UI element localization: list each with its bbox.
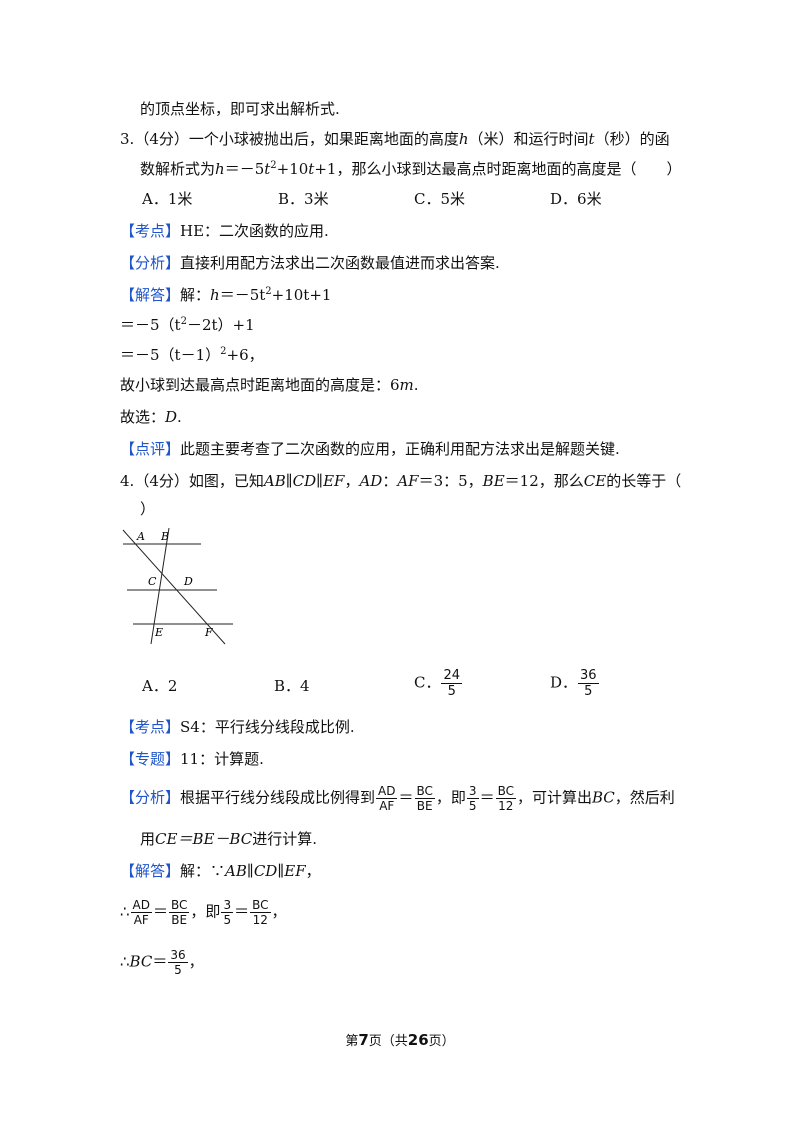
q4-stem-close: ） xyxy=(140,500,156,518)
label-b: B xyxy=(160,530,169,543)
q4-fenxi-line-2: 用CE＝BE－BC进行计算. xyxy=(140,830,317,848)
fenxi-tag: 【分析】 xyxy=(120,254,181,272)
q4-number: 4. xyxy=(120,472,135,490)
zhuanti-tag: 【专题】 xyxy=(120,750,181,768)
jieda-tag: 【解答】 xyxy=(120,862,181,880)
q3-option-c: C．5米 xyxy=(414,190,466,208)
q3-choose: 故选：D. xyxy=(120,408,182,426)
kaodian-tag: 【考点】 xyxy=(120,718,181,736)
label-a: A xyxy=(136,530,145,543)
q3-step-2: ＝－5（t2－2t）+1 xyxy=(120,316,255,334)
page-footer: 第7页（共26页） xyxy=(345,1031,455,1049)
q3-kaodian: 【考点】HE：二次函数的应用. xyxy=(120,222,329,240)
q4-jieda: 【解答】解：∵AB∥CD∥EF， xyxy=(120,862,321,880)
transversal-be xyxy=(150,527,170,645)
q3-option-a: A．1米 xyxy=(142,190,193,208)
total-pages: 26 xyxy=(407,1031,429,1049)
q3-number: 3. xyxy=(120,130,135,148)
q3-stem-line-2: 数解析式为h＝－5t2+10t+1，那么小球到达最高点时距离地面的高度是（ ） xyxy=(140,160,682,178)
dianping-tag: 【点评】 xyxy=(120,440,181,458)
label-f: F xyxy=(204,626,213,639)
label-d: D xyxy=(183,575,193,588)
q4-option-b: B．4 xyxy=(274,677,310,695)
q4-zhuanti: 【专题】11：计算题. xyxy=(120,750,264,768)
q3-jieda: 【解答】解：h＝－5t2+10t+1 xyxy=(120,286,332,304)
page-number: 7 xyxy=(358,1031,369,1049)
kaodian-tag: 【考点】 xyxy=(120,222,181,240)
transversal-af xyxy=(122,529,226,645)
q3-stem-line-1: 3.（4分）一个小球被抛出后，如果距离地面的高度h（米）和运行时间t（秒）的函 xyxy=(120,130,670,148)
intro-line: 的顶点坐标，即可求出解析式. xyxy=(140,100,340,118)
q3-conclusion: 故小球到达最高点时距离地面的高度是：6m. xyxy=(120,376,419,394)
q3-fenxi: 【分析】直接利用配方法求出二次函数最值进而求出答案. xyxy=(120,254,500,272)
label-e: E xyxy=(154,626,163,639)
q3-option-b: B．3米 xyxy=(278,190,329,208)
q3-step-3: ＝－5（t－1）2+6， xyxy=(120,346,264,364)
q4-stem-line-1: 4.（4分）如图，已知AB∥CD∥EF，AD：AF＝3：5，BE＝12，那么CE… xyxy=(120,472,682,490)
q4-kaodian: 【考点】S4：平行线分线段成比例. xyxy=(120,718,355,736)
q4-option-a: A．2 xyxy=(142,677,178,695)
q3-dianping: 【点评】此题主要考查了二次函数的应用，正确利用配方法求出是解题关键. xyxy=(120,440,620,458)
jieda-tag: 【解答】 xyxy=(120,286,181,304)
label-c: C xyxy=(148,575,157,588)
fenxi-tag: 【分析】 xyxy=(120,788,181,807)
q3-option-d: D．6米 xyxy=(550,190,602,208)
parallel-lines-figure: A B C D E F xyxy=(122,527,233,645)
